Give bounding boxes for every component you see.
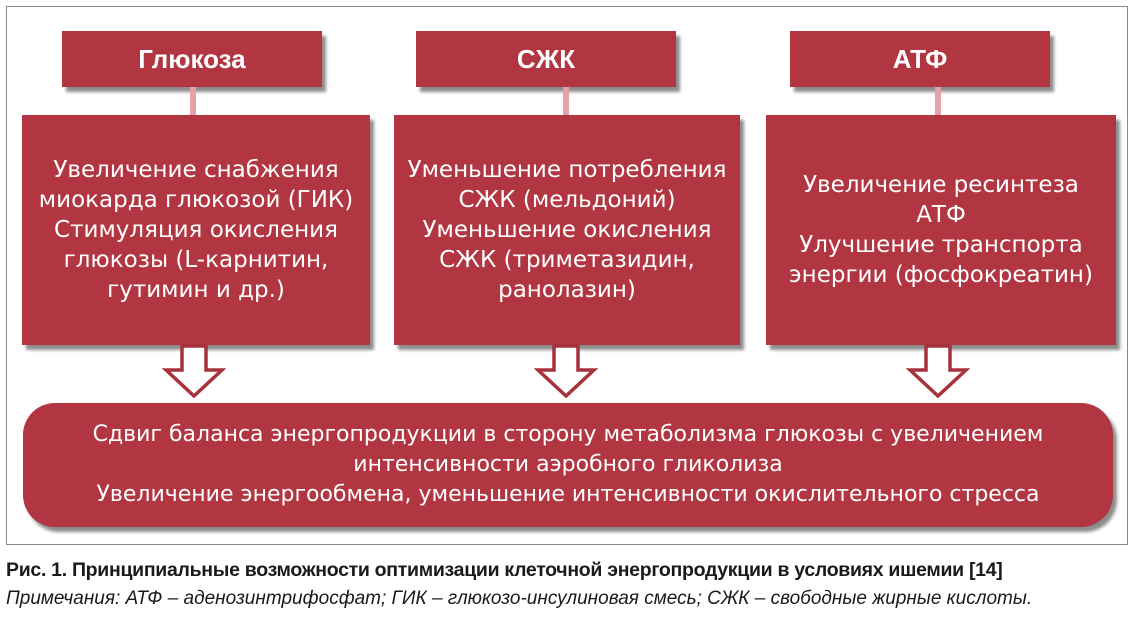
result-line: интенсивности аэробного гликолиза — [353, 452, 783, 477]
detail-ffa: Уменьшение потребления СЖК (мельдоний) У… — [394, 115, 740, 345]
detail-glucose-line: глюкозы (L-карнитин, — [63, 247, 329, 273]
connector-ffa — [563, 87, 569, 115]
caption-note: Примечания: АТФ – аденозинтрифосфат; ГИК… — [6, 588, 1033, 609]
detail-atp-line: АТФ — [916, 202, 966, 228]
detail-glucose-line: Увеличение снабжения — [53, 157, 339, 183]
connector-atp — [935, 87, 941, 115]
detail-glucose-line: миокарда глюкозой (ГИК) — [38, 187, 354, 213]
detail-ffa-line: ранолазин) — [498, 277, 636, 303]
down-arrow-icon — [906, 344, 970, 399]
detail-atp: Увеличение ресинтеза АТФ Улучшение транс… — [766, 115, 1116, 345]
header-atp: АТФ — [790, 31, 1050, 87]
header-ffa: СЖК — [416, 31, 676, 87]
detail-glucose-line: гутимин и др.) — [107, 277, 285, 303]
result-line: Сдвиг баланса энергопродукции в сторону … — [92, 422, 1044, 447]
detail-glucose: Увеличение снабжения миокарда глюкозой (… — [22, 115, 370, 345]
down-arrow-icon — [534, 344, 598, 399]
header-glucose-label: Глюкоза — [138, 43, 246, 74]
connector-glucose — [190, 87, 196, 115]
detail-atp-line: Улучшение транспорта — [799, 232, 1083, 258]
down-arrow-icon — [162, 344, 226, 399]
detail-glucose-line: Стимуляция окисления — [54, 217, 338, 243]
detail-ffa-line: СЖК (мельдоний) — [458, 187, 676, 213]
detail-ffa-line: СЖК (триметазидин, — [439, 247, 695, 273]
detail-atp-line: Увеличение ресинтеза — [803, 172, 1079, 198]
result-box: Сдвиг баланса энергопродукции в сторону … — [23, 403, 1113, 527]
detail-atp-line: энергии (фосфокреатин) — [789, 262, 1093, 288]
header-glucose: Глюкоза — [62, 31, 322, 87]
figure-caption: Рис. 1. Принципиальные возможности оптим… — [6, 559, 1130, 612]
caption-title: Рис. 1. Принципиальные возможности оптим… — [6, 559, 1003, 581]
detail-ffa-line: Уменьшение потребления — [407, 157, 727, 183]
header-ffa-label: СЖК — [516, 43, 576, 74]
header-atp-label: АТФ — [892, 43, 948, 74]
detail-ffa-line: Уменьшение окисления — [422, 217, 712, 243]
result-line: Увеличение энергообмена, уменьшение инте… — [96, 482, 1040, 507]
